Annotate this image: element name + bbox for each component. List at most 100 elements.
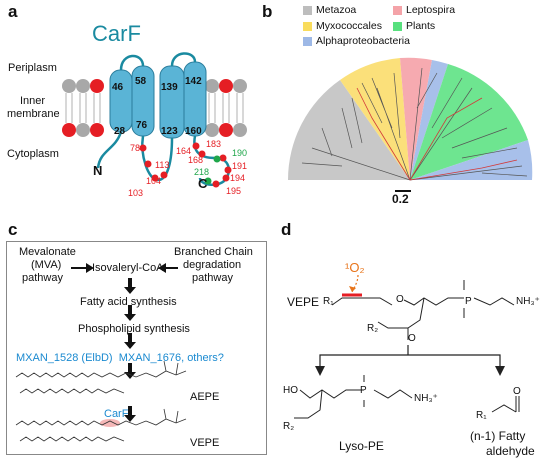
mva-line-1: Mevalonate [19, 246, 76, 258]
residue-113: 113 [155, 160, 170, 170]
oxidation-arrowhead [349, 286, 356, 292]
helix-label-46: 46 [112, 82, 124, 93]
residue-78: 78 [130, 143, 141, 153]
alphaproteobacteria-sector-top [410, 60, 448, 180]
residue-194: 194 [230, 173, 246, 183]
panel-d-letter: d [281, 220, 292, 239]
tree-branches [301, 67, 528, 181]
pathway-box [6, 241, 267, 455]
phylogenetic-tree [287, 57, 533, 181]
c-terminal-loop [193, 135, 231, 186]
leptospira-swatch [393, 5, 402, 15]
ho-label: HO [283, 385, 298, 396]
membrane-top-leaflet [62, 79, 247, 93]
residue-190: 190 [232, 148, 248, 158]
myxococcales-swatch [303, 21, 312, 31]
green-residue-dots [204, 155, 221, 185]
legend-myxococcales: Myxococcales [303, 20, 382, 32]
inner-membrane-label-1: Inner [20, 95, 46, 107]
helix-label-28: 28 [114, 126, 126, 137]
c-terminus-label: C [198, 176, 208, 191]
helix-label-76: 76 [136, 120, 148, 131]
metazoa-swatch [303, 5, 312, 15]
aldehyde-label-1: (n-1) Fatty [470, 429, 526, 443]
leptospira-sector [400, 57, 432, 180]
inner-membrane-label-2: membrane [7, 108, 60, 120]
panel-a-letter: a [8, 2, 18, 21]
panel-b-letter: b [262, 2, 273, 21]
mva-line-3: pathway [22, 272, 63, 284]
elbd-enzymes: MXAN_1528 (ElbD) MXAN_1676, others? [16, 352, 224, 364]
vepe-label-c: VEPE [190, 437, 220, 449]
helix-label-160: 160 [185, 126, 202, 137]
residue-218: 218 [194, 167, 210, 177]
carf-title: CarF [92, 21, 141, 46]
lyso-r2: R₂ [283, 421, 295, 432]
aldehyde-r1: R₁ [476, 410, 487, 421]
aepe-structure [15, 360, 187, 394]
red-residue-dots [139, 142, 232, 188]
ether-oxygen: O [396, 294, 404, 305]
bc-line-3: pathway [192, 272, 233, 284]
residue-103: 103 [128, 188, 144, 198]
helix-label-123: 123 [161, 126, 178, 137]
mva-line-2: (MVA) [31, 259, 62, 271]
ester-oxygen: O [408, 333, 416, 344]
legend-plants: Plants [393, 20, 435, 32]
isovaleryl-coa: Isovaleryl-CoA [92, 262, 164, 274]
aldehyde-label-2: aldehyde [486, 444, 535, 458]
lyso-nh3: NH₃⁺ [414, 393, 438, 404]
residue-168: 168 [188, 155, 204, 165]
residue-195: 195 [226, 186, 242, 196]
periplasmic-loop-2 [170, 52, 197, 67]
phospholipid-synthesis: Phospholipid synthesis [78, 323, 190, 335]
n-terminal-tail [96, 131, 123, 169]
residue-104: 104 [146, 176, 162, 186]
vepe-structure [15, 408, 187, 442]
cytoplasm-label: Cytoplasm [7, 148, 59, 160]
legend-label: Myxococcales [316, 20, 382, 32]
bc-line-1: Branched Chain [174, 246, 253, 258]
scale-label: 0.2 [392, 192, 409, 206]
lyso-pe-skeleton [294, 375, 413, 419]
r1-label: R₁ [323, 296, 334, 307]
plants-swatch [393, 21, 402, 31]
periplasmic-loop [119, 54, 145, 71]
n-terminus-label: N [93, 163, 103, 178]
r2-label: R₂ [367, 323, 379, 334]
cytoplasmic-loop [141, 135, 174, 182]
aldehyde-skeleton [491, 396, 520, 413]
legend-label: Alphaproteobacteria [316, 35, 410, 47]
arrow-right-head [495, 366, 505, 376]
residue-191: 191 [232, 161, 248, 171]
aldehyde-oxygen: O [513, 386, 521, 397]
lipid-tails [65, 93, 244, 123]
legend-label: Leptospira [406, 4, 456, 16]
helix-label-139: 139 [161, 82, 178, 93]
residue-164: 164 [176, 146, 192, 156]
cleavage-arrows [319, 345, 501, 368]
highlighted-branches [356, 87, 518, 181]
vepe-label-d: VEPE [287, 295, 320, 309]
periplasm-label: Periplasm [8, 62, 57, 74]
scale-bar [395, 190, 411, 192]
aepe-label: AEPE [190, 391, 220, 403]
fatty-acid-synthesis: Fatty acid synthesis [80, 296, 177, 308]
singlet-oxygen: ¹O₂ [345, 260, 365, 275]
alphaproteobacteria-swatch [303, 36, 312, 46]
vepe-skeleton [331, 280, 515, 340]
helix-label-58: 58 [135, 76, 147, 87]
legend-metazoa: Metazoa [303, 4, 356, 16]
carf-enzyme-label: CarF [104, 408, 129, 420]
lyso-pe-label: Lyso-PE [339, 439, 384, 453]
legend-label: Metazoa [316, 4, 357, 16]
legend-alphaproteobacteria: Alphaproteobacteria [303, 35, 410, 47]
bc-line-2: degradation [183, 259, 242, 271]
phosphorus: P [465, 296, 472, 307]
reaction-scheme [294, 274, 520, 419]
membrane-bottom-leaflet [62, 123, 247, 137]
panel-c-letter: c [8, 220, 18, 239]
arrow-left-head [315, 366, 325, 376]
pathway-arrows [15, 263, 187, 442]
alphaproteobacteria-sector [410, 140, 533, 180]
